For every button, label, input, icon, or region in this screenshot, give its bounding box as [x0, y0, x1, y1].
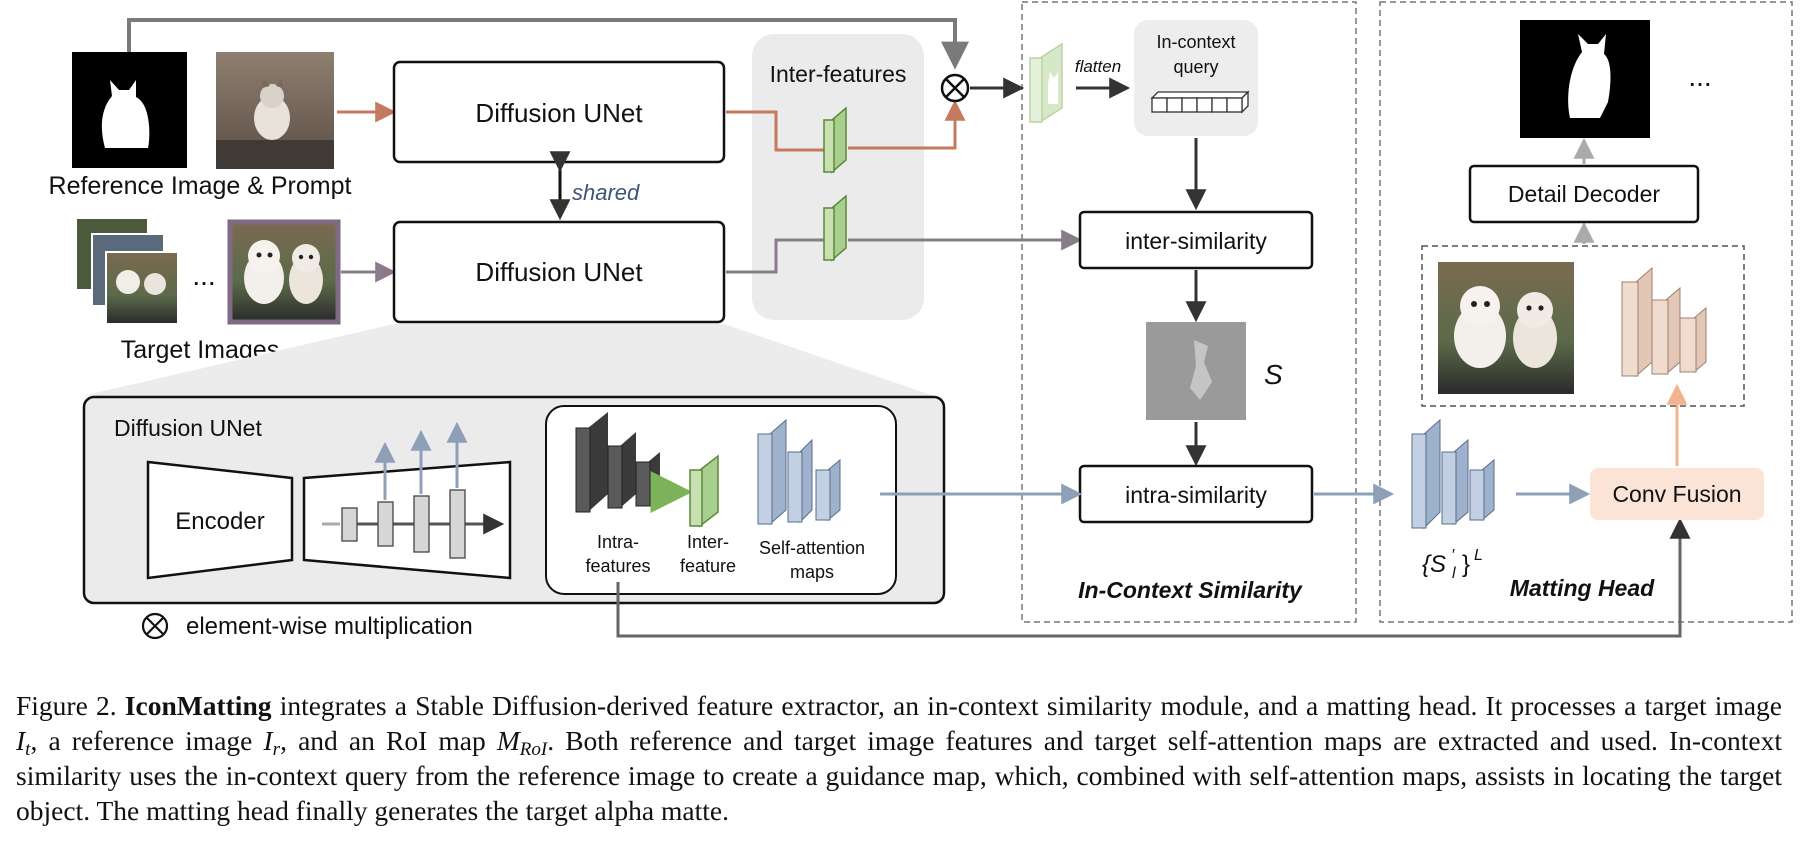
similarity-maps-stack-icon [1411, 418, 1495, 530]
decoder-input-box [1421, 245, 1745, 407]
self-attention-line2: maps [790, 562, 834, 582]
in-context-query-line2: query [1173, 57, 1218, 77]
output-ellipsis: ... [1688, 61, 1711, 92]
masked-feature-icon [1029, 42, 1063, 124]
in-context-section-label: In-Context Similarity [1078, 577, 1303, 603]
inter-similarity-box [1078, 210, 1314, 270]
iconmatting-diagram: Reference Image & Prompt ... Target Imag… [49, 1, 1793, 640]
cat-mask-icon [72, 52, 187, 168]
flatten-label: flatten [1075, 57, 1121, 76]
inter-feature-icon [689, 454, 719, 528]
reference-label: Reference Image & Prompt [49, 172, 352, 200]
s-prime-sup: ′ [1452, 547, 1455, 564]
multiply-icon [940, 73, 970, 103]
target-stack-icon [75, 217, 179, 325]
in-context-query-line1: In-context [1156, 32, 1235, 52]
inter-features-panel [752, 34, 924, 320]
target-feature-icon [823, 194, 847, 262]
intra-features-icon [575, 412, 660, 513]
caption-mroi: MRoI [496, 725, 548, 760]
caption-text-4: . Both reference and target image featur… [16, 725, 1782, 826]
feature-to-multiply-line [848, 99, 966, 150]
inter-similarity-label: inter-similarity [1125, 228, 1267, 254]
unet-expansion-shade [82, 324, 934, 396]
unet-top-to-feature [726, 110, 826, 152]
intra-features-line1: Intra- [597, 532, 639, 552]
figure-caption: Figure 2. IconMatting integrates a Stabl… [16, 688, 1782, 828]
intra-similarity-label: intra-similarity [1125, 482, 1267, 508]
similarity-map-icon [1146, 322, 1246, 420]
detail-decoder-box [1468, 164, 1700, 224]
unet-bottom-to-feature [726, 238, 826, 274]
alpha-matte-icon [1520, 20, 1650, 138]
s-prime-exp: L [1474, 547, 1483, 564]
s-prime-sub: l [1452, 565, 1456, 582]
matting-head-panel [1379, 1, 1793, 623]
target-ellipsis: ... [192, 260, 215, 291]
unet-detail-title: Diffusion UNet [114, 415, 262, 441]
caption-text-3: , and an RoI map [280, 725, 497, 756]
unet-top-label: Diffusion UNet [475, 98, 643, 128]
unet-bottom-box [392, 220, 726, 324]
matting-head-section-label: Matting Head [1510, 575, 1655, 601]
caption-model-name: IconMatting [124, 690, 272, 721]
inter-feature-line1: Inter- [687, 532, 729, 552]
caption-it: It [16, 725, 31, 760]
legend-text: element-wise multiplication [186, 613, 473, 640]
mask-to-multiply-line [127, 18, 969, 70]
similarity-map-symbol: S [1264, 359, 1283, 390]
inter-features-title: Inter-features [770, 61, 907, 87]
detail-decoder-label: Detail Decoder [1508, 181, 1660, 207]
conv-fusion-label: Conv Fusion [1612, 481, 1741, 507]
decoder-block [302, 460, 512, 580]
inter-feature-line2: feature [680, 556, 736, 576]
dogs-photo-icon [227, 219, 341, 325]
intra-features-to-fusion-line [616, 517, 1691, 638]
intra-features-line2: features [585, 556, 650, 576]
in-context-similarity-panel [1021, 1, 1357, 623]
self-attention-line1: Self-attention [759, 538, 865, 558]
unet-bottom-label: Diffusion UNet [475, 257, 643, 287]
s-prime-open: {S [1422, 551, 1446, 578]
target-photo-icon [1438, 262, 1574, 394]
legend-multiply-icon [141, 612, 169, 640]
cat-photo-icon [216, 52, 334, 169]
caption-ir: Ir [263, 725, 281, 760]
query-token-icon [1150, 90, 1250, 114]
conv-fusion-box [1590, 468, 1764, 520]
decoder-blocks-icon [1621, 266, 1707, 378]
shared-label: shared [572, 180, 640, 205]
s-prime-close: } [1462, 551, 1470, 578]
encoder-block [146, 460, 294, 580]
reference-feature-icon [823, 106, 847, 174]
caption-text-2: , a reference image [30, 725, 264, 756]
encoder-label: Encoder [175, 508, 264, 535]
caption-text-1: integrates a Stable Diffusion-derived fe… [271, 690, 1782, 721]
self-attention-maps-icon [757, 418, 841, 526]
caption-figure-label: Figure 2. [16, 690, 117, 721]
decoder-layers [322, 489, 505, 559]
